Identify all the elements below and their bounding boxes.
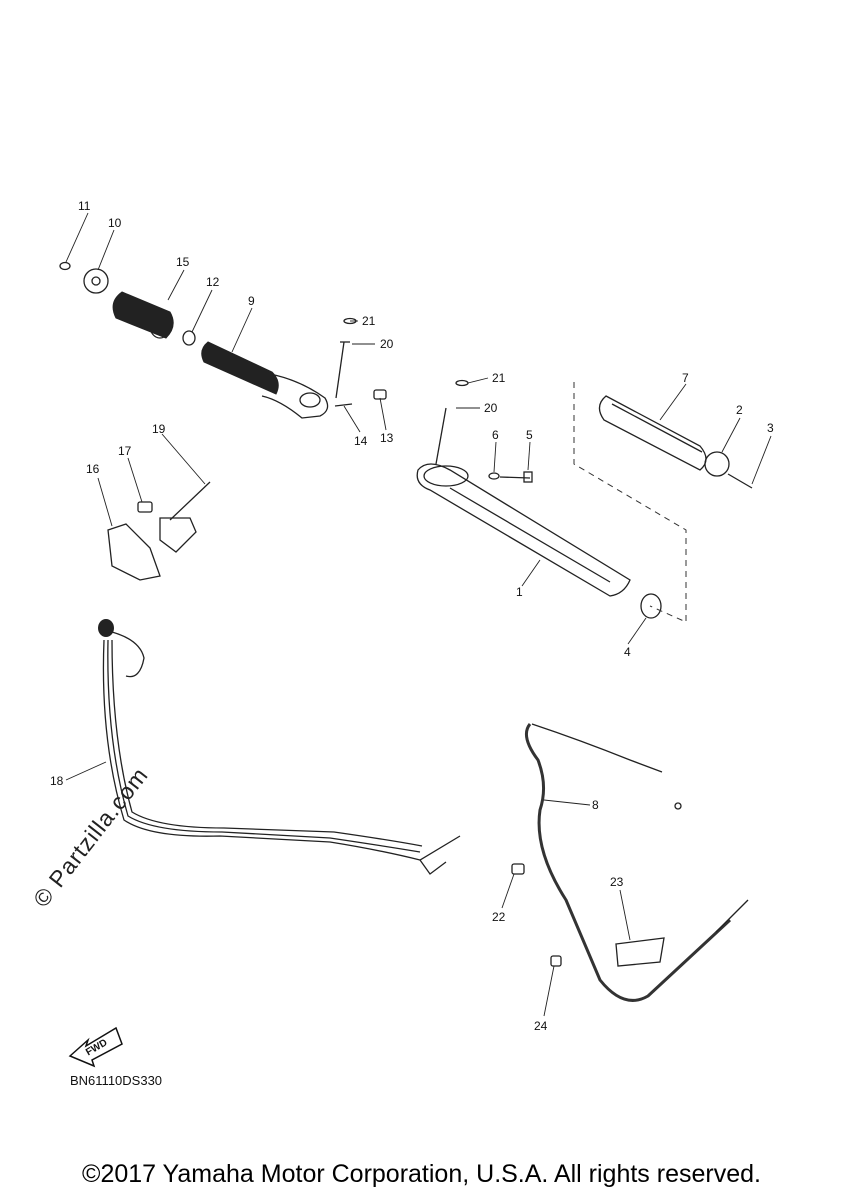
fwd-arrow: FWD [68, 1026, 123, 1068]
part-22-clip [511, 863, 525, 875]
callout-8: 8 [592, 798, 599, 812]
callout-9: 9 [248, 294, 255, 308]
part-5-bolt [499, 471, 533, 483]
part-13-bolt [373, 389, 387, 400]
part-24-clip [550, 955, 562, 967]
callout-labels: 11 10 15 12 9 21 20 14 13 21 20 6 5 7 2 … [50, 199, 774, 1033]
callout-3: 3 [767, 421, 774, 435]
part-8-throttle-cable [524, 723, 749, 1002]
callout-20-right: 20 [484, 401, 498, 415]
part-11-screw [59, 261, 71, 271]
callout-13: 13 [380, 431, 394, 445]
callout-2: 2 [736, 403, 743, 417]
part-20-bolt-right [435, 407, 447, 465]
part-12-collar [182, 330, 196, 346]
copyright-notice: ©2017 Yamaha Motor Corporation, U.S.A. A… [82, 1160, 761, 1188]
part-20-bolt-left [335, 341, 350, 399]
callout-21-left: 21 [362, 314, 376, 328]
part-19-bolt [159, 481, 211, 553]
part-3-screw [727, 473, 753, 489]
catalog-code: BN61110DS330 [70, 1073, 163, 1088]
callout-22: 22 [492, 910, 506, 924]
part-21-nut-right [455, 379, 469, 387]
callout-21-right: 21 [492, 371, 506, 385]
part-16-bracket [107, 523, 161, 581]
callout-12: 12 [206, 275, 220, 289]
callout-17: 17 [118, 444, 132, 458]
part-4-bar-end [640, 593, 662, 619]
callout-4: 4 [624, 645, 631, 659]
callout-14: 14 [354, 434, 368, 448]
part-1-handlebar [416, 463, 631, 597]
part-18-wire-harness [98, 619, 461, 875]
part-9-throttle-tube [201, 341, 329, 419]
callout-6: 6 [492, 428, 499, 442]
leader-lines [65, 212, 772, 1017]
part-17-nut [137, 501, 153, 513]
callout-23: 23 [610, 875, 624, 889]
part-23-holder [615, 937, 665, 967]
callout-19: 19 [152, 422, 166, 436]
callout-24: 24 [534, 1019, 548, 1033]
callout-20-left: 20 [380, 337, 394, 351]
part-6-washer [488, 472, 500, 480]
callout-5: 5 [526, 428, 533, 442]
callout-10: 10 [108, 216, 122, 230]
assembly-bracket-outline [573, 382, 687, 623]
callout-15: 15 [176, 255, 190, 269]
part-2-grip-end [704, 451, 730, 477]
part-7-grip [598, 395, 707, 471]
callout-11: 11 [78, 199, 91, 213]
part-10-grip-end [83, 268, 109, 294]
callout-1: 1 [516, 585, 523, 599]
callout-18: 18 [50, 774, 64, 788]
part-14-pin [334, 403, 353, 407]
callout-7: 7 [682, 371, 689, 385]
part-15-throttle-grip [112, 291, 174, 339]
callout-16: 16 [86, 462, 100, 476]
